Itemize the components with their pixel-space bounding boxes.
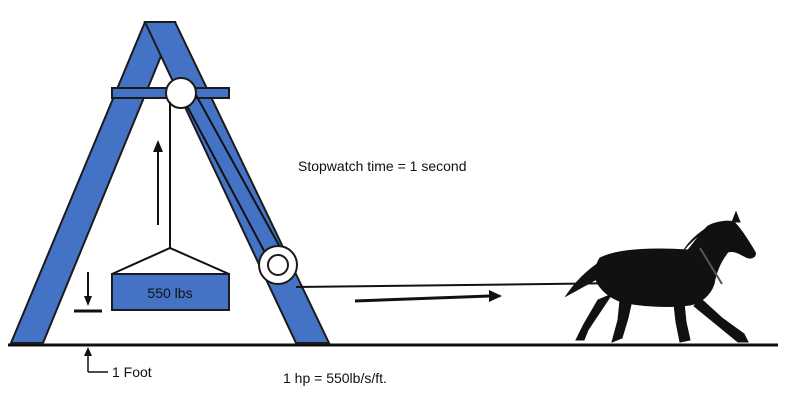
ground-pointer [84, 347, 108, 373]
weight-label: 550 lbs [147, 285, 192, 301]
up-arrow [153, 140, 163, 225]
diagonal-rope-outer [195, 94, 287, 259]
lower-pulley [258, 245, 298, 285]
weight-block [111, 273, 230, 311]
top-pulley [165, 77, 197, 109]
stopwatch-label: Stopwatch time = 1 second [298, 158, 467, 174]
hp-label: 1 hp = 550lb/s/ft. [283, 370, 387, 386]
diagonal-rope-inner [186, 105, 271, 263]
weight-sling [111, 246, 230, 275]
horse-harness [699, 247, 723, 285]
one-foot-marker [74, 272, 102, 313]
foot-label: 1 Foot [112, 364, 152, 380]
horse-silhouette [564, 210, 756, 343]
right-arrow [354, 290, 502, 303]
